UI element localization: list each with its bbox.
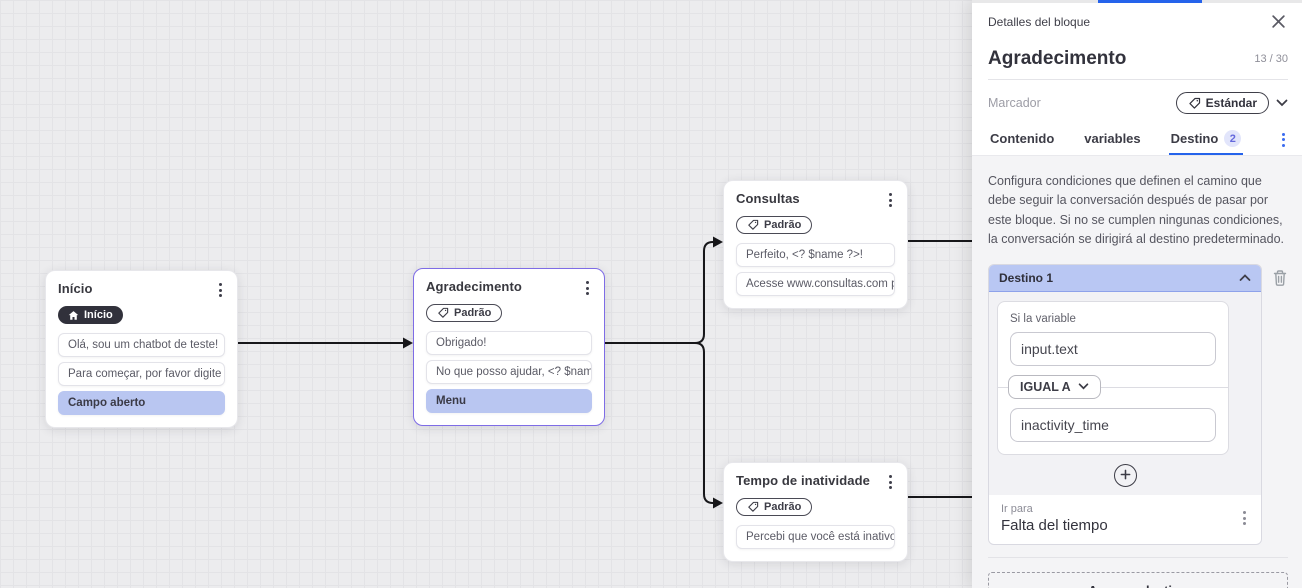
tab-destino[interactable]: Destino 2 bbox=[1168, 124, 1244, 155]
goto-kebab-menu-icon[interactable] bbox=[1240, 509, 1249, 527]
node-message-item[interactable]: Acesse www.consultas.com par... bbox=[736, 272, 895, 296]
panel-title: Detalles del bloque bbox=[988, 14, 1091, 29]
goto-label: Ir para bbox=[1001, 502, 1033, 515]
node-message-item[interactable]: No que posso ajudar, <? $name ... bbox=[426, 360, 592, 384]
divider bbox=[988, 79, 1288, 80]
close-icon bbox=[1272, 15, 1285, 28]
panel-top-progress bbox=[972, 0, 1302, 3]
tab-bar: Contenido variables Destino 2 bbox=[972, 124, 1302, 156]
destination-card: Destino 1 Si la variable IGUAL A bbox=[988, 263, 1262, 545]
tag-icon bbox=[438, 307, 449, 318]
node-badge: Padrão bbox=[736, 216, 813, 234]
goto-value: Falta del tiempo bbox=[1001, 516, 1108, 534]
kebab-menu-icon[interactable] bbox=[886, 191, 895, 209]
block-name-input[interactable] bbox=[988, 48, 1208, 70]
marker-value-pill[interactable]: Estándar bbox=[1175, 92, 1269, 114]
node-title: Tempo de inatividade bbox=[736, 473, 870, 488]
edge-agradecimento-tempo bbox=[605, 342, 714, 504]
node-action-item[interactable]: Campo aberto bbox=[58, 391, 225, 415]
destino-description: Configura condiciones que definen el cam… bbox=[988, 174, 1284, 247]
destino-tab-content: Configura condiciones que definen el cam… bbox=[972, 156, 1302, 588]
condition-card: Si la variable IGUAL A bbox=[997, 300, 1229, 455]
node-title: Agradecimento bbox=[426, 279, 522, 294]
marker-select[interactable]: Estándar bbox=[1175, 92, 1288, 114]
kebab-menu-icon[interactable] bbox=[216, 281, 225, 299]
tabs-kebab-menu-icon[interactable] bbox=[1279, 131, 1288, 149]
flow-node-agradecimento[interactable]: Agradecimento Padrão Obrigado! No que po… bbox=[413, 268, 605, 426]
delete-destination-button[interactable] bbox=[1270, 267, 1290, 289]
edge-agradecimento-consultas bbox=[605, 241, 714, 344]
chevron-down-icon bbox=[1078, 383, 1089, 390]
tag-icon bbox=[748, 501, 759, 512]
trash-icon bbox=[1273, 269, 1287, 286]
node-badge: Padrão bbox=[426, 304, 503, 322]
destination-title: Destino 1 bbox=[999, 270, 1054, 285]
marker-label: Marcador bbox=[988, 96, 1041, 110]
tag-icon bbox=[1188, 97, 1200, 109]
close-button[interactable] bbox=[1269, 12, 1288, 31]
goto-row[interactable]: Ir para Falta del tiempo bbox=[989, 494, 1261, 544]
arrowhead bbox=[403, 337, 413, 349]
condition-variable-input[interactable] bbox=[1010, 331, 1216, 366]
node-badge: Início bbox=[58, 306, 123, 324]
divider bbox=[988, 556, 1288, 558]
char-counter: 13 / 30 bbox=[1254, 53, 1288, 65]
node-message-item[interactable]: Perfeito, <? $name ?>! bbox=[736, 243, 895, 267]
condition-label: Si la variable bbox=[1010, 312, 1076, 325]
add-destination-button[interactable]: Agregar destino bbox=[988, 571, 1288, 588]
chevron-down-icon bbox=[1276, 99, 1288, 107]
node-message-item[interactable]: Percebi que você está inativo. C... bbox=[736, 525, 895, 549]
node-message-item[interactable]: Olá, sou um chatbot de teste! bbox=[58, 333, 225, 357]
condition-value-input[interactable] bbox=[1010, 407, 1216, 442]
plus-icon bbox=[1120, 469, 1130, 479]
flow-node-tempo-inatividade[interactable]: Tempo de inatividade Padrão Percebi que … bbox=[723, 462, 908, 562]
node-badge: Padrão bbox=[736, 498, 813, 516]
flow-node-consultas[interactable]: Consultas Padrão Perfeito, <? $name ?>! … bbox=[723, 180, 908, 309]
arrowhead bbox=[713, 236, 723, 248]
node-message-item[interactable]: Obrigado! bbox=[426, 331, 592, 355]
arrowhead bbox=[713, 497, 723, 509]
flow-node-inicio[interactable]: Início Início Olá, sou um chatbot de tes… bbox=[45, 270, 238, 428]
node-title: Início bbox=[58, 281, 93, 296]
node-title: Consultas bbox=[736, 191, 800, 206]
home-icon bbox=[68, 310, 79, 320]
add-condition-button[interactable] bbox=[1113, 463, 1137, 487]
tag-icon bbox=[748, 219, 759, 230]
tab-variables[interactable]: variables bbox=[1084, 131, 1141, 146]
destination-card-header[interactable]: Destino 1 bbox=[989, 264, 1261, 292]
kebab-menu-icon[interactable] bbox=[583, 279, 592, 297]
destino-count-badge: 2 bbox=[1224, 130, 1242, 147]
chevron-up-icon[interactable] bbox=[1239, 273, 1251, 282]
tab-contenido[interactable]: Contenido bbox=[990, 131, 1055, 146]
node-message-item[interactable]: Para começar, por favor digite o ... bbox=[58, 362, 225, 386]
kebab-menu-icon[interactable] bbox=[886, 473, 895, 491]
block-details-panel: Detalles del bloque 13 / 30 Marcador Est… bbox=[972, 0, 1302, 588]
operator-select[interactable]: IGUAL A bbox=[1008, 374, 1101, 399]
node-action-item[interactable]: Menu bbox=[426, 389, 592, 413]
